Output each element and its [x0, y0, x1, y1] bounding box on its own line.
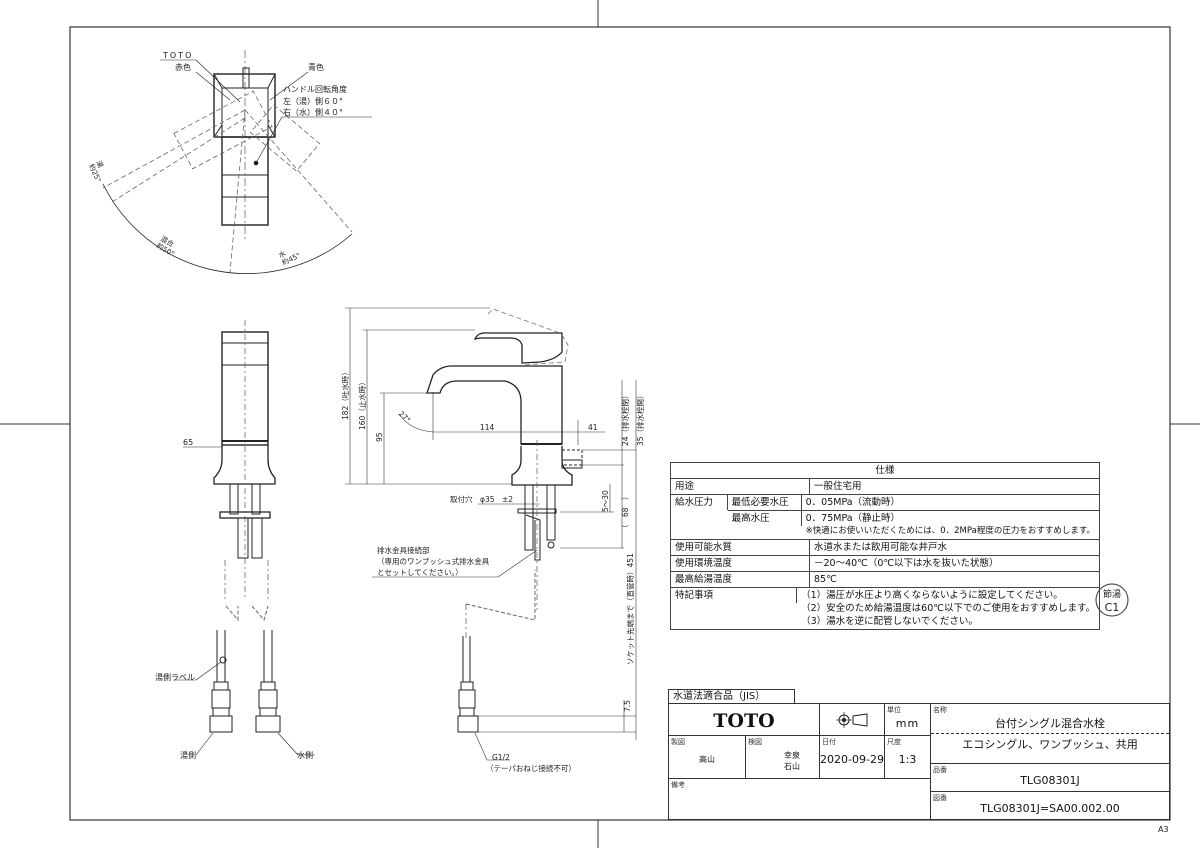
- name-label: 名称: [933, 706, 947, 714]
- svg-text:C1: C1: [1105, 601, 1120, 614]
- thread-size: G1/2: [492, 753, 510, 762]
- spout-angle-dim: 27°: [397, 409, 413, 425]
- front-view: [174, 320, 315, 756]
- spec-value: 85℃: [814, 574, 837, 585]
- brand-callout: TOTO: [162, 51, 193, 60]
- mount-hole-dim: 取付穴 φ35 ±2: [450, 494, 513, 504]
- rotation-right: 右（水）側４０°: [283, 107, 343, 117]
- height-closed-dim: 160（止水時）: [357, 378, 367, 430]
- unit-label: 単位: [887, 706, 901, 714]
- drawing-no: TLG08301J=SA00.002.00: [980, 802, 1120, 815]
- hot-label-callout: 湯側ラベル: [155, 672, 195, 682]
- cold-angle-label: 水: [277, 249, 287, 260]
- spec-label: 最低必要水圧: [728, 495, 802, 510]
- socket-length-dim: ソケット先端まで（直管時）451: [625, 553, 635, 665]
- third-angle-projection-icon: [836, 712, 868, 728]
- spec-label: 最高水圧: [728, 511, 802, 526]
- projection-cell: [819, 703, 885, 736]
- checked-by: 幸泉: [784, 751, 800, 760]
- hot-angle-label: 湯: [94, 159, 105, 169]
- checked-by: 石山: [784, 762, 800, 771]
- spec-value: 水道水または飲用可能な井戸水: [814, 542, 948, 553]
- sheet-size: A3: [1158, 825, 1169, 834]
- counter-thickness-dim: 5～30: [601, 490, 610, 512]
- top-view: [102, 50, 372, 274]
- fitting-dim: 7.5: [623, 700, 632, 712]
- blue-callout: 青色: [308, 62, 324, 72]
- toto-logo: TOTO: [713, 710, 775, 732]
- product-subtitle: エコシングル、ワンプッシュ、共用: [962, 738, 1138, 751]
- product-no-label: 品番: [933, 766, 947, 774]
- drain-open-dim: 35（排水栓開）: [635, 391, 645, 446]
- rotation-title: ハンドル回転角度: [283, 84, 347, 94]
- spec-note: （2）安全のため給湯温度は60℃以下でのご使用をおすすめします。: [801, 603, 1095, 614]
- thread-note: （テーパおねじ接続不可）: [486, 763, 576, 773]
- product-name: 台付シングル混合水栓: [995, 717, 1105, 730]
- shank-length-dim: （ 68 ）: [621, 492, 630, 532]
- red-callout: 赤色: [175, 62, 191, 72]
- date-label: 日付: [822, 738, 836, 746]
- eco-stamp: 節湯 C1: [1095, 583, 1129, 617]
- unit-value: mm: [895, 717, 920, 730]
- spec-label: 最高給湯温度: [671, 572, 810, 587]
- drain-offset-dim: 41: [588, 423, 598, 432]
- drain-closed-dim: 24（排水栓閉）: [620, 391, 630, 446]
- top-view-labels: TOTO 赤色 青色 ハンドル回転角度 左（湯）側６０° 右（水）側４０° 湯 …: [87, 51, 347, 267]
- spec-note: ※快適にお使いいただくためには、0．2MPa程度の圧力をおすすめします。: [805, 526, 1095, 536]
- scale-label: 尺度: [887, 738, 901, 746]
- spec-label: 特記事項: [671, 588, 798, 603]
- spec-value: 0．75MPa（静止時）: [805, 513, 901, 524]
- height-open-dim: 182（吐水時）: [340, 368, 350, 420]
- drain-note-3: とセットしてください。）: [377, 568, 463, 577]
- spec-value: 0．05MPa（流動時）: [805, 497, 901, 508]
- spec-value: －20～40℃（0℃以下は水を抜いた状態）: [814, 558, 999, 569]
- spout-reach-dim: 114: [480, 423, 495, 432]
- drain-note-1: 排水金具接続部: [377, 545, 430, 555]
- remarks-label: 備考: [671, 781, 685, 789]
- spec-title: 仕様: [875, 465, 895, 476]
- spec-note: （1）湯圧が水圧より高くならないように設定してください。: [801, 590, 1063, 601]
- spec-note: （3）湯水を逆に配管しないでください。: [801, 616, 978, 627]
- drawing-no-label: 図番: [933, 794, 947, 802]
- cold-side-label: 水側: [297, 750, 313, 760]
- spec-value: 一般住宅用: [814, 481, 862, 492]
- date-value: 2020-09-29: [820, 753, 884, 766]
- width-dim: 65: [183, 438, 193, 447]
- side-view-labels: 182（吐水時） 160（止水時） 95 27° 114 41 24（排水栓閉）…: [340, 368, 645, 773]
- spec-label: 使用環境温度: [671, 556, 810, 571]
- rotation-left: 左（湯）側６０°: [283, 96, 343, 106]
- spec-label: 使用可能水質: [671, 540, 810, 555]
- svg-text:節湯: 節湯: [1103, 588, 1121, 600]
- drawn-by: 高山: [699, 755, 715, 764]
- drawn-label: 製図: [671, 738, 685, 746]
- compliance-label: 水道法適合品（JIS）: [668, 689, 795, 704]
- brand-cell: TOTO: [668, 703, 820, 736]
- side-view: [345, 307, 637, 761]
- spout-height-dim: 95: [375, 432, 384, 442]
- spec-label: 用途: [671, 479, 810, 494]
- front-view-labels: 65 湯側ラベル 湯側 水側: [155, 438, 313, 760]
- spec-label: 給水圧力: [671, 495, 728, 510]
- hot-side-label: 湯側: [180, 750, 196, 760]
- product-no: TLG08301J: [1020, 774, 1080, 787]
- checked-label: 検図: [748, 738, 762, 746]
- drain-note-2: （専用のワンプッシュ式排水金具: [377, 556, 490, 566]
- scale-value: 1:3: [898, 753, 917, 766]
